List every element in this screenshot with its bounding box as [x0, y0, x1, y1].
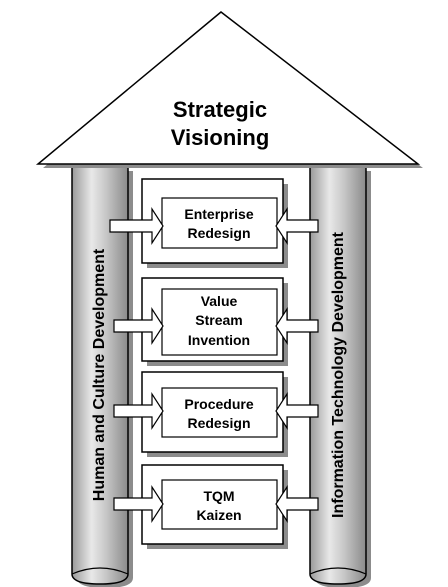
block-label-line: Stream	[195, 312, 242, 328]
block-value-stream-invention: Value Stream Invention	[113, 277, 319, 366]
roof	[35, 11, 423, 168]
arrow-left-icon	[275, 391, 319, 431]
block-tqm-kaizen: TQM Kaizen	[113, 464, 319, 549]
block-label-line: Invention	[188, 332, 250, 348]
block-label-line: TQM	[203, 488, 234, 504]
arrow-left-icon	[275, 206, 319, 246]
arrow-left-icon	[275, 306, 319, 346]
block-enterprise-redesign: Enterprise Redesign	[109, 178, 319, 268]
block-label-line: Procedure	[184, 396, 253, 412]
block-label-line: Enterprise	[184, 206, 253, 222]
roof-title-line2: Visioning	[171, 125, 270, 150]
left-pillar	[71, 166, 133, 587]
right-pillar	[309, 166, 371, 587]
left-pillar-label: Human and Culture Development	[91, 248, 108, 501]
arrow-right-icon	[113, 391, 164, 431]
block-label-line: Value	[201, 293, 238, 309]
arrow-right-icon	[109, 206, 164, 246]
right-pillar-label: Information Technology Development	[330, 231, 347, 518]
arrow-left-icon	[275, 484, 319, 524]
arrow-right-icon	[113, 484, 164, 524]
block-label-line: Kaizen	[196, 507, 241, 523]
arrow-right-icon	[113, 306, 164, 346]
block-label-line: Redesign	[187, 415, 250, 431]
roof-title-line1: Strategic	[173, 97, 267, 122]
block-label-line: Redesign	[187, 225, 250, 241]
block-procedure-redesign: Procedure Redesign	[113, 371, 319, 457]
